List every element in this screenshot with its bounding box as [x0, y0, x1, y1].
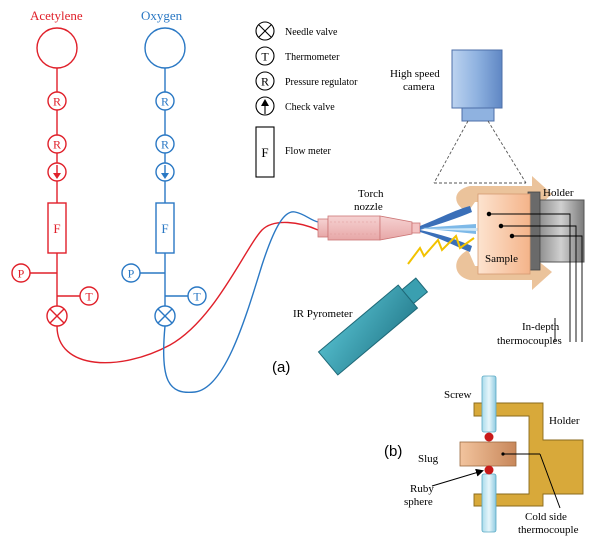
ruby-sphere-top: [484, 432, 494, 442]
sample-assembly: Holder Sample In-depth thermocouples: [477, 187, 585, 347]
oxygen-hose: [162, 211, 319, 394]
holder-block: [537, 199, 585, 263]
panel-b-label: (b): [384, 443, 402, 460]
camera-label-line2: camera: [403, 81, 435, 93]
oxygen-pressure-gauge: [121, 263, 141, 283]
regulator-legend-symbol: R: [261, 75, 269, 89]
holder-label-a: Holder: [543, 187, 574, 199]
sample-block: [477, 193, 531, 275]
ir-pyrometer: IR Pyrometer: [293, 234, 475, 376]
oxygen-regulator-1-symbol: R: [161, 95, 169, 109]
camera-lens: [461, 107, 495, 122]
screw-label: Screw: [444, 389, 472, 401]
high-speed-camera: High speed camera: [390, 49, 527, 184]
screw-top: [481, 375, 497, 433]
thermocouples-label-line2: thermocouples: [497, 335, 562, 347]
torch-label-line2: nozzle: [354, 201, 383, 213]
acetylene-pressure-gauge: [11, 263, 31, 283]
cold-side-label-line2: thermocouple: [518, 524, 579, 536]
camera-label-line1: High speed: [390, 68, 440, 80]
acetylene-hose: [56, 221, 319, 364]
ruby-sphere-bottom: [484, 465, 494, 475]
flow-meter-legend-icon: [255, 126, 275, 178]
acetylene-regulator-1-symbol: R: [53, 95, 61, 109]
sample-label: Sample: [485, 253, 518, 265]
panel-a-label: (a): [272, 359, 290, 376]
cold-side-label-line1: Cold side: [525, 511, 567, 523]
acetylene-thermometer: [79, 286, 99, 306]
acetylene-pressure-symbol: P: [18, 267, 25, 281]
acetylene-flow-meter-symbol: F: [53, 221, 60, 236]
ir-beam: [407, 234, 475, 265]
regulator-legend-icon: [255, 71, 275, 91]
oxygen-tank: [144, 27, 186, 69]
oxygen-line: Oxygen R R F P T: [121, 8, 319, 394]
oxygen-label: Oxygen: [141, 8, 183, 23]
legend-flow-meter: Flow meter: [285, 146, 331, 157]
slug-label: Slug: [418, 453, 439, 465]
oxygen-thermometer-symbol: T: [193, 290, 201, 304]
thermocouples-label-line1: In-depth: [522, 321, 560, 333]
oxygen-regulator-2-symbol: R: [161, 138, 169, 152]
legend: Needle valve T Thermometer R Pressure re…: [255, 21, 358, 178]
ruby-label-line2: sphere: [404, 496, 433, 508]
legend-needle-valve: Needle valve: [285, 27, 338, 38]
acetylene-tank: [36, 27, 78, 69]
thermometer-legend-icon: [255, 46, 275, 66]
legend-pressure-regulator: Pressure regulator: [285, 77, 358, 88]
camera-body: [451, 49, 503, 109]
ruby-label-line1: Ruby: [410, 483, 434, 495]
oxygen-thermometer: [187, 286, 207, 306]
legend-check-valve: Check valve: [285, 102, 335, 113]
oxygen-flow-meter-symbol: F: [161, 221, 168, 236]
pyrometer-label: IR Pyrometer: [293, 308, 353, 320]
panel-b-slug-assembly: (b) Holder Screw Slug Ruby sphere Cold s…: [384, 375, 584, 536]
acetylene-thermometer-symbol: T: [85, 290, 93, 304]
torch-label-line1: Torch: [358, 188, 384, 200]
screw-bottom: [481, 473, 497, 533]
legend-thermometer: Thermometer: [285, 52, 340, 63]
holder-b: [473, 402, 584, 507]
acetylene-line: Acetylene R R F P T: [11, 8, 319, 364]
torch-nozzle: Torch nozzle: [317, 188, 421, 241]
acetylene-regulator-2-symbol: R: [53, 138, 61, 152]
flow-meter-legend-symbol: F: [261, 145, 268, 160]
acetylene-label: Acetylene: [30, 8, 83, 23]
thermometer-legend-symbol: T: [261, 50, 269, 64]
oxygen-pressure-symbol: P: [128, 267, 135, 281]
holder-b-label: Holder: [549, 415, 580, 427]
